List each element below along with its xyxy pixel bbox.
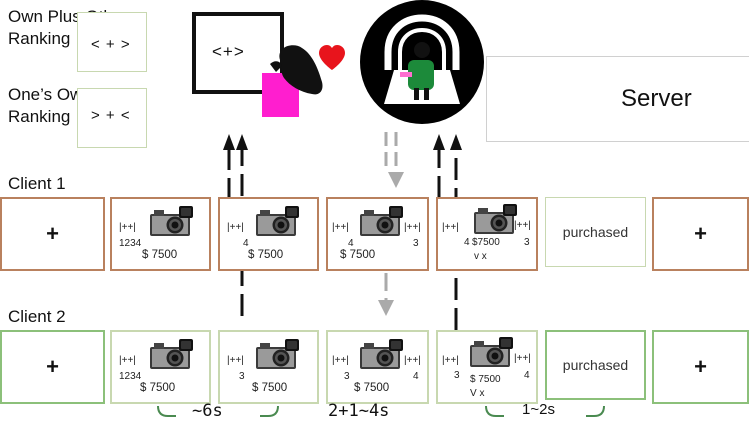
ranking-number-left: 3: [454, 370, 460, 381]
client1-fixation-end: +: [652, 197, 749, 271]
timing-label-3: 1~2s: [522, 401, 555, 418]
price: $ 7500: [140, 382, 176, 394]
price: $ 7500: [252, 382, 288, 394]
ranking-number-right: 4: [413, 371, 419, 382]
ranking-number-left: 3: [344, 371, 350, 382]
client2-fixation-end: +: [652, 330, 749, 404]
ranking-number: 1234: [119, 238, 142, 249]
ranking-number: 3: [239, 371, 245, 382]
bracket-left: |++|: [442, 355, 459, 366]
arrow-server-to-client1: [388, 172, 404, 188]
bracket-left: |++|: [332, 222, 349, 233]
camera-icon: [150, 339, 193, 369]
screen-symbol: <+>: [212, 42, 245, 61]
person-silhouette-icon: [270, 45, 323, 95]
camera-icon: [360, 339, 403, 369]
client2-frame-own-rank: |++| 3 $ 7500: [218, 330, 319, 404]
ranking-number-right: 3: [413, 238, 419, 249]
price: $ 7500: [354, 382, 390, 394]
bracket-left: |++|: [119, 222, 136, 233]
ranking-number: 4: [243, 238, 249, 249]
ones-own-symbol: > + <: [91, 107, 131, 124]
arrow-client1-to-client2: [378, 300, 394, 316]
client1-frame-decision: |++| |++| 4 $7500 3 v x: [436, 197, 538, 271]
client2-frame-decision: |++| |++| 3 $ 7500 4 V x: [436, 330, 538, 404]
own-plus-other-label-line2: Ranking: [8, 29, 71, 48]
client2-frame-product: |++| 1234 $ 7500: [110, 330, 211, 404]
timing-bracket-3-left: [485, 405, 504, 417]
bracket-left: |++|: [227, 355, 244, 366]
heart-icon: [319, 45, 345, 70]
bracket-right: |++|: [514, 353, 531, 364]
bracket-right: |++|: [404, 222, 421, 233]
fixation-cross: +: [46, 354, 59, 379]
client1-frame-purchased: purchased: [545, 197, 646, 267]
timing-label-1: ~6s: [192, 401, 223, 421]
ones-own-label-line2: Ranking: [8, 107, 71, 126]
client2-frame-other-rank: |++| 3 |++| 4 $ 7500: [326, 330, 429, 404]
price: $ 7500: [470, 374, 501, 385]
scanner-icon: [360, 0, 484, 124]
choice-options: v x: [474, 251, 487, 262]
bracket-left: |++|: [119, 355, 136, 366]
camera-icon: [150, 206, 193, 236]
price: $ 7500: [142, 249, 178, 261]
purchased-text: purchased: [562, 224, 629, 240]
own-plus-other-symbol: < + >: [91, 36, 131, 53]
bracket-left: |++|: [227, 222, 244, 233]
ones-own-label-line1: One’s Own: [8, 85, 92, 104]
fixation-cross: +: [46, 221, 59, 246]
fixation-cross: +: [694, 221, 707, 246]
camera-icon: [470, 337, 513, 367]
own-plus-other-box: < + >: [77, 12, 147, 72]
ranking-number-right: 4: [524, 370, 530, 381]
price: $ 7500: [340, 249, 376, 261]
ranking-number-left: 4: [464, 237, 470, 248]
ranking-number-right: 3: [524, 237, 530, 248]
client2-frame-purchased: purchased: [545, 330, 646, 400]
choice-options: V x: [470, 388, 485, 399]
timing-bracket-1-left: [157, 405, 176, 417]
timing-bracket-1-right: [260, 405, 279, 417]
client1-fixation-start: +: [0, 197, 105, 271]
client1-frame-product: |++| 1234 $ 7500: [110, 197, 211, 271]
bracket-right: |++|: [404, 355, 421, 366]
bracket-left: |++|: [442, 222, 459, 233]
ranking-number-left: 4: [348, 238, 354, 249]
client2-fixation-start: +: [0, 330, 105, 404]
camera-icon: [360, 206, 403, 236]
timing-bracket-3-right: [586, 405, 605, 417]
camera-icon: [256, 206, 299, 236]
client1-label: Client 1: [8, 174, 66, 193]
bracket-right: |++|: [514, 220, 531, 231]
camera-icon: [256, 339, 299, 369]
client1-frame-own-rank: |++| 4 $ 7500: [218, 197, 319, 271]
purchased-text: purchased: [562, 357, 629, 373]
server-label: Server: [621, 85, 692, 112]
ranking-number: 1234: [119, 371, 142, 382]
timing-label-2: 2+1~4s: [328, 401, 390, 421]
camera-icon: [474, 204, 517, 234]
client1-frame-other-rank: |++| 4 |++| 3 $ 7500: [326, 197, 429, 271]
price: $7500: [472, 237, 500, 248]
bracket-left: |++|: [332, 355, 349, 366]
client2-label: Client 2: [8, 307, 66, 326]
price: $ 7500: [248, 249, 284, 261]
server-box: Server: [486, 56, 749, 142]
fixation-cross: +: [694, 354, 707, 379]
ones-own-box: > + <: [77, 88, 147, 148]
